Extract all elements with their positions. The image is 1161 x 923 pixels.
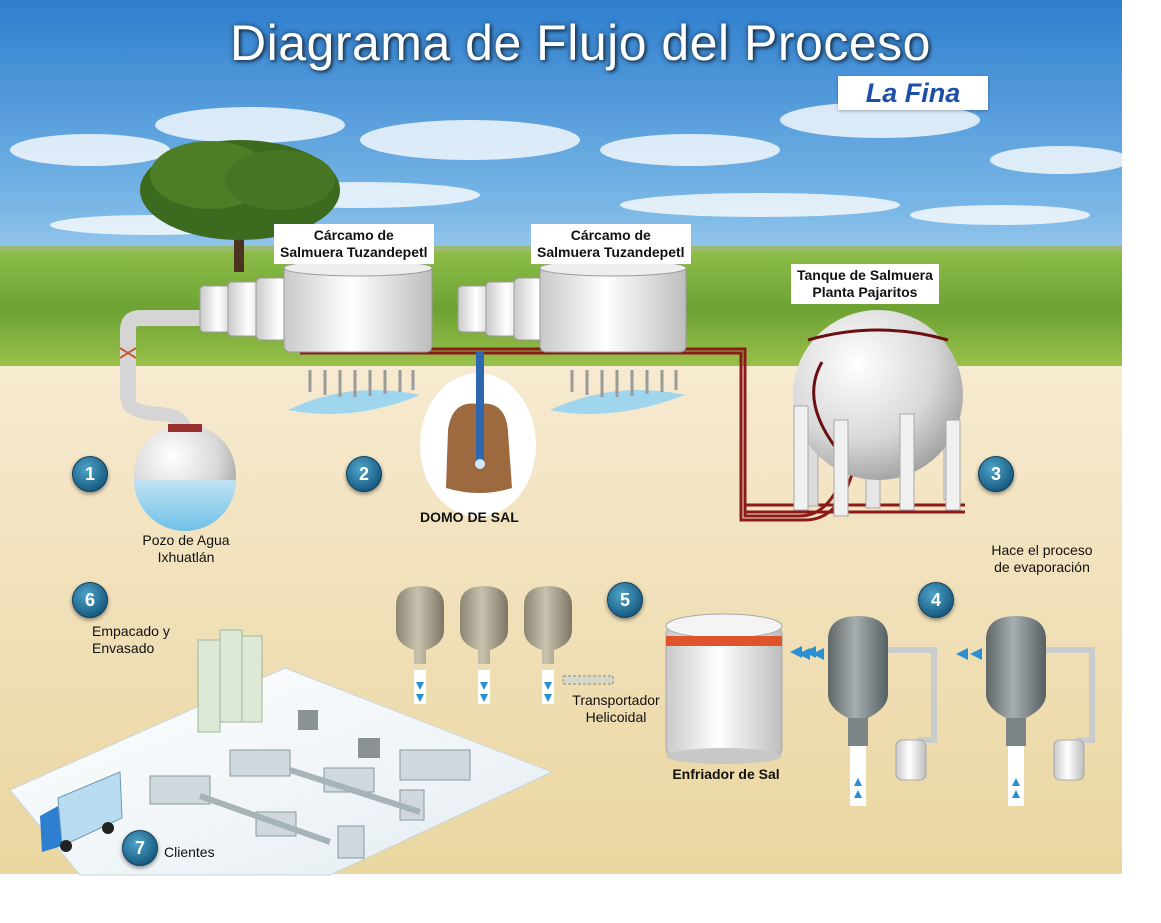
clients-label: Clientes bbox=[164, 844, 215, 860]
salt-cooler-label: Enfriador de Sal bbox=[672, 766, 780, 782]
diagram-title: Diagrama de Flujo del Proceso bbox=[230, 15, 931, 71]
step-badge-6: 6 bbox=[72, 582, 108, 618]
transport-label: Transportador Helicoidal bbox=[555, 692, 677, 726]
packaging-plant bbox=[9, 629, 554, 876]
carcamo-left-label: Cárcamo de Salmuera Tuzandepetl bbox=[274, 224, 434, 264]
spray-left bbox=[288, 370, 420, 414]
brine-tank-line1: Tanque de Salmuera bbox=[797, 267, 933, 283]
step-badge-3: 3 bbox=[978, 456, 1014, 492]
carcamo-right-line1: Cárcamo de bbox=[570, 227, 651, 243]
well-line1: Pozo de Agua bbox=[142, 532, 230, 548]
carcamo-left-line2: Salmuera Tuzandepetl bbox=[280, 244, 428, 260]
logo-text: La Fina bbox=[865, 78, 961, 108]
delivery-truck bbox=[40, 771, 123, 852]
brine-tank-line2: Planta Pajaritos bbox=[812, 284, 918, 300]
tree-illustration bbox=[140, 140, 340, 272]
salt-dome-label: DOMO DE SAL bbox=[420, 509, 519, 525]
step-badge-7: 7 bbox=[122, 830, 158, 866]
crystallizer-tanks bbox=[396, 586, 614, 704]
evaporation-label: Hace el proceso de evaporación bbox=[978, 542, 1106, 576]
transport-line2: Helicoidal bbox=[585, 709, 647, 725]
brine-sphere-tank bbox=[793, 310, 963, 517]
carcamo-tanks-left bbox=[199, 259, 433, 353]
salt-dome bbox=[420, 352, 536, 517]
step-badge-5: 5 bbox=[607, 582, 643, 618]
evaporation-line1: Hace el proceso bbox=[991, 542, 1093, 558]
packaging-line2: Envasado bbox=[92, 640, 155, 656]
step-badge-4: 4 bbox=[918, 582, 954, 618]
carcamo-tanks-right bbox=[457, 259, 687, 353]
evaporation-line2: de evaporación bbox=[994, 559, 1090, 575]
brine-tank-label: Tanque de Salmuera Planta Pajaritos bbox=[791, 264, 939, 304]
spray-right bbox=[550, 370, 685, 414]
step-badge-2: 2 bbox=[346, 456, 382, 492]
carcamo-right-line2: Salmuera Tuzandepetl bbox=[537, 244, 685, 260]
la-fina-logo: La Fina bbox=[838, 76, 988, 110]
water-well-sphere bbox=[134, 424, 236, 531]
salt-cooler-tank bbox=[665, 613, 816, 764]
evaporators bbox=[798, 616, 1095, 806]
transport-line1: Transportador bbox=[572, 692, 660, 708]
packaging-line1: Empacado y bbox=[92, 623, 170, 639]
well-line2: Ixhuatlán bbox=[157, 549, 215, 565]
packaging-label: Empacado y Envasado bbox=[92, 623, 170, 657]
well-label: Pozo de Agua Ixhuatlán bbox=[128, 532, 244, 566]
carcamo-right-label: Cárcamo de Salmuera Tuzandepetl bbox=[531, 224, 691, 264]
carcamo-left-line1: Cárcamo de bbox=[313, 227, 394, 243]
step-badge-1: 1 bbox=[72, 456, 108, 492]
